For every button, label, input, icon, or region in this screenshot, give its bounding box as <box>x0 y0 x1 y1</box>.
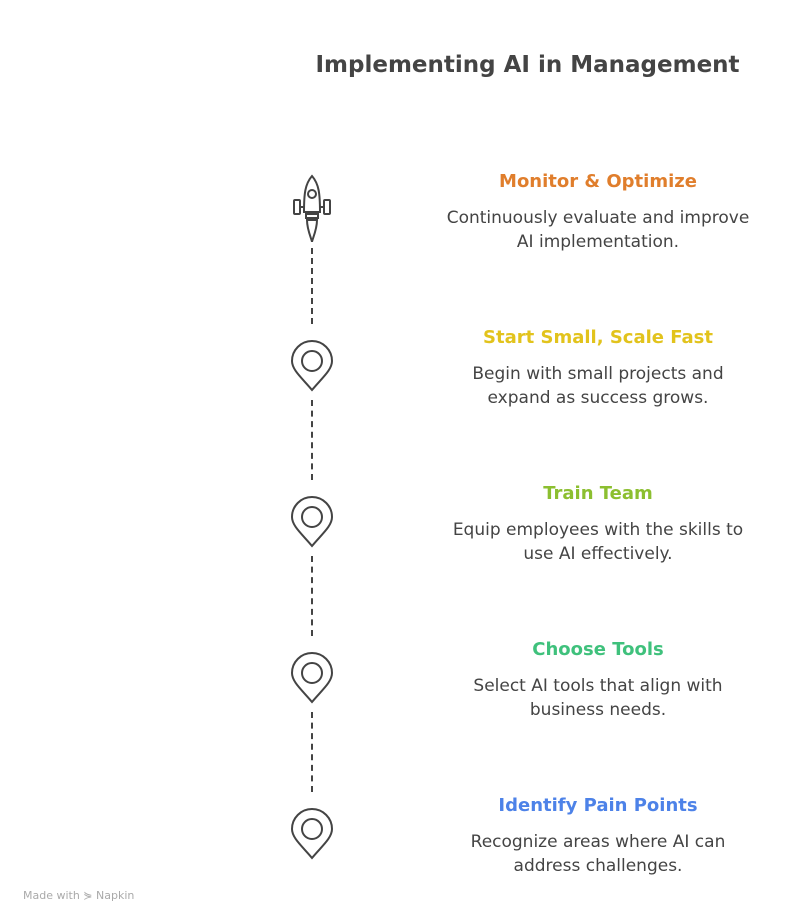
napkin-watermark: Made with ⋟ Napkin <box>23 889 135 902</box>
step-title: Monitor & Optimize <box>499 171 697 192</box>
step-title: Train Team <box>543 483 653 504</box>
map-pin-icon <box>290 340 334 392</box>
map-pin-icon <box>290 808 334 860</box>
timeline-connector <box>311 400 313 480</box>
rocket-icon <box>293 174 331 243</box>
step-title: Start Small, Scale Fast <box>483 327 713 348</box>
timeline-connector <box>311 712 313 792</box>
timeline-connector <box>311 248 313 324</box>
timeline-connector <box>311 556 313 636</box>
diagram-title: Implementing AI in Management <box>315 52 740 78</box>
map-pin-icon <box>290 652 334 704</box>
step-title: Identify Pain Points <box>498 795 698 816</box>
step-title: Choose Tools <box>532 639 664 660</box>
map-pin-icon <box>290 496 334 548</box>
